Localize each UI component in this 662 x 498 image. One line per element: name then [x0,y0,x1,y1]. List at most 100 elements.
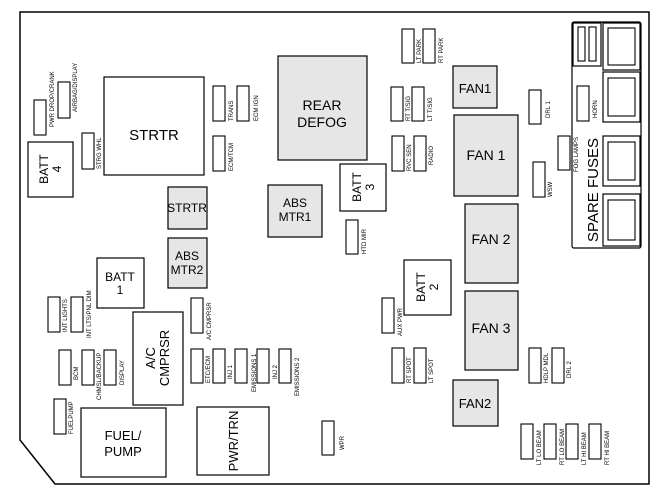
relay-strtr-main: STRTR [103,76,205,176]
spare-fuses-label: SPARE FUSES [585,138,602,242]
fuse-horn-label: HORN [593,100,599,118]
fuse-wsw: WSW [532,161,554,198]
fuse-rt-hi-beam: RT HI BEAM [588,423,611,465]
fuse-lt-lo-beam-label: LT LO BEAM [537,430,543,465]
fuse-chmsl-backup: CHMSL/BACKUP [81,349,103,400]
fuse-pwr-drop-crank-label: PWR DROP/CRANK [50,71,56,127]
fuse-etc-ecm: ETC/ECM [190,348,212,384]
fuse-rt-t-sig: RT T/SIG [390,86,412,122]
relay-strtr-main-label: STRTR [129,127,179,144]
relay-strtr-small: STRTR [167,186,208,230]
fuse-ecm-ign-label: ECM IGN [254,95,260,121]
fuse-hdlp-mdl-label: HDLP MDL [544,352,550,383]
fuse-ecm-tcm: ECM/TCM [212,135,235,172]
fan3-large-label: FAN 3 [472,320,511,336]
fuse-rt-hi-beam-label: RT HI BEAM [605,431,611,465]
fuse-lt-t-sig: LT T/SIG [411,86,434,122]
abs-mtr2-label-line1: ABS [175,249,199,263]
spare-fuses-block: SPARE FUSES [571,21,642,249]
fuse-strg-whl: STRG WHL [81,132,103,170]
fuse-aux-pwr: AUX PWR [381,297,404,336]
batt4-label-line2: 4 [50,165,64,172]
fan2-large-label: FAN 2 [472,231,511,247]
fuse-drl1-label: DRL 1 [546,101,552,118]
fuse-hdlp-mdl: HDLP MDL [528,347,550,384]
pwr-trn-label: PWR/TRN [226,411,241,472]
fuse-rvc-sen-label: RVC SEN [407,144,413,171]
fuse-etc-ecm-label: ETC/ECM [206,356,212,383]
fuse-htd-mir: HTD MIR [345,219,368,255]
relay-fan1-small: FAN1 [452,65,498,109]
fuel-pump-label-line2: PUMP [104,444,142,459]
relay-batt1: BATT 1 [96,257,145,309]
relay-rear-defog: REAR DEFOG [277,55,368,161]
fuse-wsw-label: WSW [548,181,554,197]
fuse-drl2-label: DRL 2 [567,361,573,378]
abs-mtr2-label-line2: MTR2 [171,263,204,277]
fuse-inj1: INJ 1 [212,348,234,384]
relay-batt2: BATT 2 [403,259,452,316]
relay-abs-mtr2: ABS MTR2 [167,237,208,289]
ac-cmprsr-label-line2: CMPRSR [157,330,172,386]
fuse-wpr: WPR [321,420,346,456]
batt4-label-line1: BATT [37,153,51,183]
fuse-emissions1: EMISSIONS 1 [234,348,258,392]
fuse-int-lts-pnl-dim-label: INT LTS/PNL DIM [87,290,93,338]
fuse-emissions1-label: EMISSIONS 1 [252,353,258,392]
fuse-radio: RADIO [413,135,435,172]
fuse-lt-hi-beam: LT HI BEAM [565,423,588,465]
batt1-label-line1: BATT [105,270,135,284]
fuse-int-lights-label: INT LIGHTS [63,299,69,332]
fuse-rt-t-sig-label: RT T/SIG [406,96,412,121]
fuse-airbag-display-label: AIRBAG/DISPLAY [73,63,79,112]
fuse-fog-lamps-label: FOG LAMPS [574,137,580,172]
relay-fan2-large: FAN 2 [464,203,519,284]
fuse-int-lts-pnl-dim: INT LTS/PNL DIM [70,290,93,338]
fuel-pump-label-line1: FUEL/ [105,428,142,443]
batt2-label-line2: 2 [427,283,441,290]
relay-abs-mtr1: ABS MTR1 [267,184,323,238]
fuse-lt-park: LT PARK [401,28,423,64]
fuse-chmsl-backup-label: CHMSL/BACKUP [97,353,103,400]
fuse-radio-label: RADIO [429,146,435,165]
fan2-small-label: FAN2 [459,396,492,411]
fan1-small-label: FAN1 [459,81,492,96]
batt1-label-line2: 1 [117,283,124,297]
fuse-lt-spot: LT SPOT [413,347,435,384]
fuse-lt-t-sig-label: LT T/SIG [428,97,434,121]
fuse-rt-park: RT PARK [422,28,445,64]
fuse-bcm-label: BCM [74,367,80,380]
fuse-int-lights: INT LIGHTS [47,296,69,333]
relay-ac-cmprsr: A/C CMPRSR [132,311,184,406]
relay-fan2-small: FAN2 [452,379,499,427]
fuse-bcm: BCM [58,349,80,386]
fuse-trans: TRANS [212,85,235,122]
fuse-emissions2-label: EMISSIONS 2 [295,357,301,396]
fuse-ac-cmprsr: A/C CMPRSR [190,297,213,340]
fuse-horn: HORN [576,85,599,122]
strtr-small-label: STRTR [167,201,207,215]
fuse-lt-park-label: LT PARK [417,39,423,63]
fuse-wpr-label: WPR [340,435,346,450]
fuse-display-label: DISPLAY [120,360,126,385]
fuse-lt-hi-beam-label: LT HI BEAM [582,432,588,465]
fuse-aux-pwr-label: AUX PWR [398,307,404,336]
fan1-large-label: FAN 1 [467,147,506,163]
abs-mtr1-label-line2: MTR1 [279,210,312,224]
abs-mtr1-label-line1: ABS [283,196,307,210]
relay-fan1-large: FAN 1 [453,114,519,197]
fuse-airbag-display: AIRBAG/DISPLAY [57,63,79,119]
relay-fuel-pump: FUEL/ PUMP [80,407,167,478]
fuse-ecm-ign: ECM IGN [236,85,260,122]
batt3-label-line1: BATT [350,171,364,201]
fuse-inj2-label: INJ 2 [273,364,279,379]
fuse-rt-spot: RT SPOT [391,347,413,384]
fuse-ac-cmprsr-label: A/C CMPRSR [207,302,213,340]
fuse-trans-label: TRANS [229,101,235,121]
fuse-strg-whl-label: STRG WHL [97,137,103,169]
fuse-drl2: DRL 2 [551,347,573,384]
fuse-fuelpump-label: FUELPUMP [69,401,75,434]
relay-batt4: BATT 4 [27,141,74,198]
relay-fan3-large: FAN 3 [464,290,519,371]
ac-cmprsr-label-line1: A/C [143,347,158,369]
